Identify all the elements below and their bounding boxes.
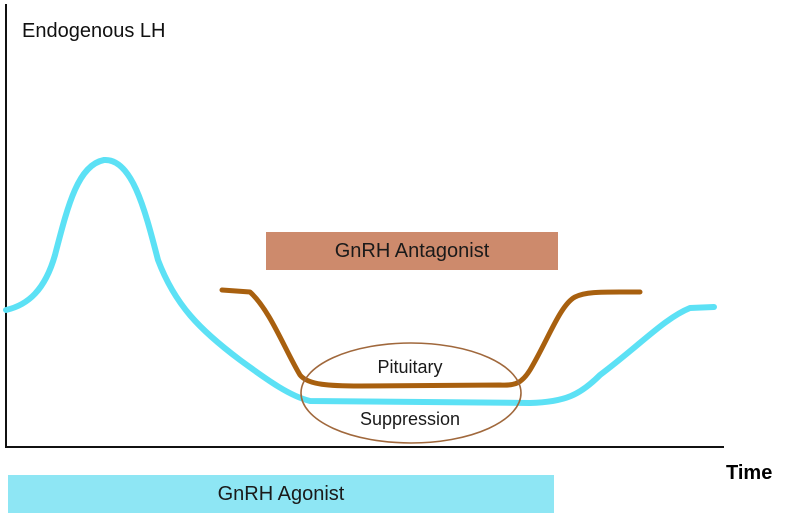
agonist-lh-curve (3, 157, 717, 406)
gnrh-agonist-label: GnRH Agonist (217, 482, 345, 505)
suppression-label: Suppression (359, 409, 461, 429)
gnrh-agonist-bar: GnRH Agonist (8, 475, 554, 513)
gnrh-antagonist-label: GnRH Antagonist (334, 239, 490, 262)
gnrh-antagonist-bar: GnRH Antagonist (266, 232, 558, 270)
y-axis-title: Endogenous LH (22, 20, 166, 42)
x-axis-title: Time (726, 462, 773, 484)
antagonist-lh-curve (219, 287, 643, 389)
pituitary-suppression-oval (300, 342, 522, 444)
pituitary-label: Pituitary (377, 357, 443, 377)
